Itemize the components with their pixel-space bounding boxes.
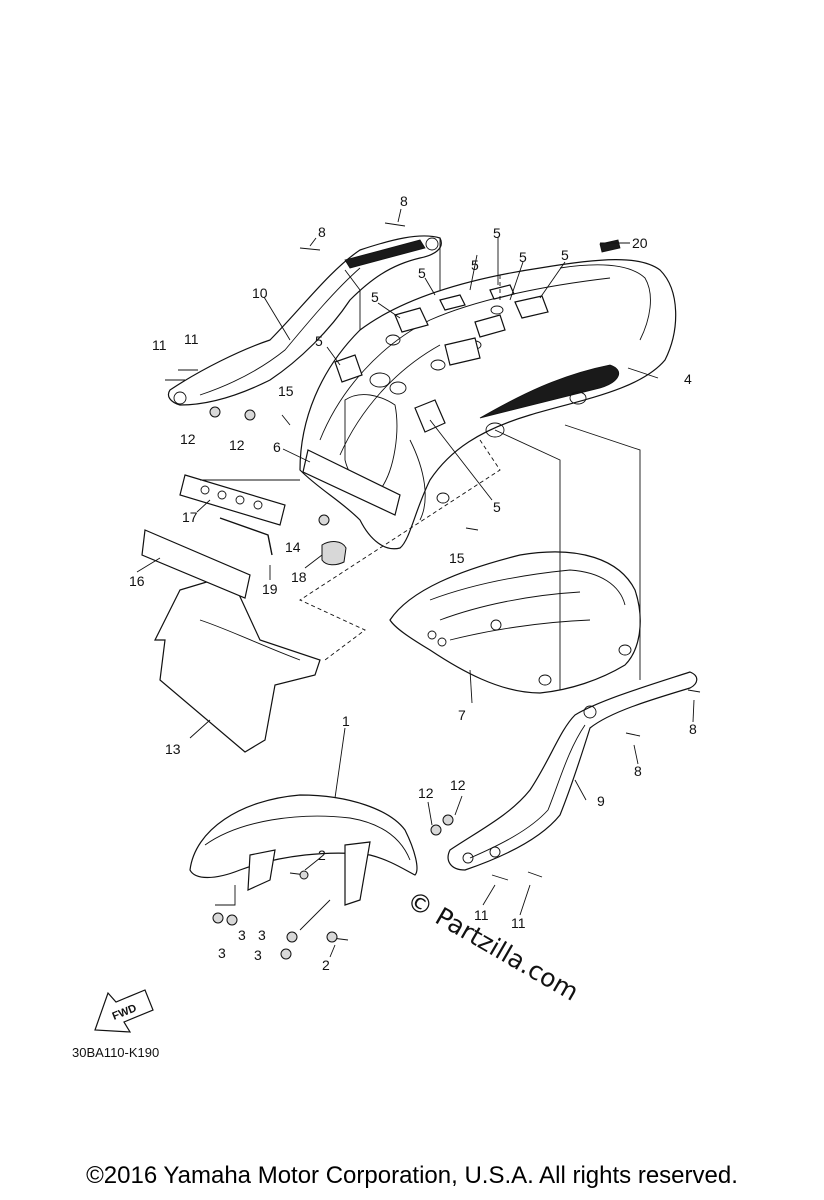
label-10: 10: [252, 285, 268, 301]
label-5-h: 5: [493, 499, 501, 515]
diagram-code: 30BA110-K190: [72, 1045, 159, 1060]
label-5-b: 5: [471, 257, 479, 273]
label-12-c: 12: [418, 785, 434, 801]
copyright-notice: ©2016 Yamaha Motor Corporation, U.S.A. A…: [86, 1162, 738, 1189]
label-7: 7: [458, 707, 466, 723]
front-fender: [189, 794, 418, 906]
label-8-b: 8: [318, 224, 326, 240]
flap: [154, 574, 321, 753]
grab-bar-left: [167, 235, 442, 406]
label-12-a: 12: [180, 431, 196, 447]
hardware: [165, 222, 701, 960]
label-11-d: 11: [511, 915, 526, 931]
label-3-a: 3: [238, 927, 246, 943]
assembly-lines: [200, 238, 641, 931]
label-8-c: 8: [689, 721, 697, 737]
label-18: 18: [291, 569, 307, 585]
label-19: 19: [262, 581, 278, 597]
label-8-d: 8: [634, 763, 642, 779]
rear-fender: [299, 239, 677, 550]
label-5-d: 5: [561, 247, 569, 263]
label-2-lower: 2: [322, 957, 330, 973]
label-5-f: 5: [371, 289, 379, 305]
label-3-d: 3: [254, 947, 262, 963]
bracket-assembly: [141, 449, 401, 599]
label-11-a: 11: [152, 337, 167, 353]
label-13: 13: [165, 741, 181, 757]
label-15-a: 15: [278, 383, 294, 399]
label-6: 6: [273, 439, 281, 455]
label-11-b: 11: [184, 331, 199, 347]
label-5-g: 5: [315, 333, 323, 349]
label-12-b: 12: [229, 437, 245, 453]
label-3-b: 3: [218, 945, 226, 961]
label-5-c: 5: [519, 249, 527, 265]
label-5-e: 5: [418, 265, 426, 281]
label-17: 17: [182, 509, 198, 525]
watermark: © Partzilla.com: [402, 885, 584, 1007]
label-20: 20: [632, 235, 648, 251]
label-12-d: 12: [450, 777, 466, 793]
label-9: 9: [597, 793, 605, 809]
part-labels: 1 2 2 3 3 3 3 4 5 5 5 5 5 5 5 5 6 7 8 8 …: [129, 193, 697, 973]
label-8-a: 8: [400, 193, 408, 209]
label-1: 1: [342, 713, 350, 729]
label-16: 16: [129, 573, 145, 589]
label-11-c: 11: [474, 907, 489, 923]
label-2-upper: 2: [318, 847, 326, 863]
label-4: 4: [684, 371, 692, 387]
label-3-c: 3: [258, 927, 266, 943]
label-5-a: 5: [493, 225, 501, 241]
inner-fender: [389, 551, 641, 694]
label-15-b: 15: [449, 550, 465, 566]
label-14: 14: [285, 539, 301, 555]
fwd-arrow: FWD: [94, 989, 154, 1033]
leader-lines: [136, 208, 695, 958]
grab-bar-right: [447, 671, 698, 871]
